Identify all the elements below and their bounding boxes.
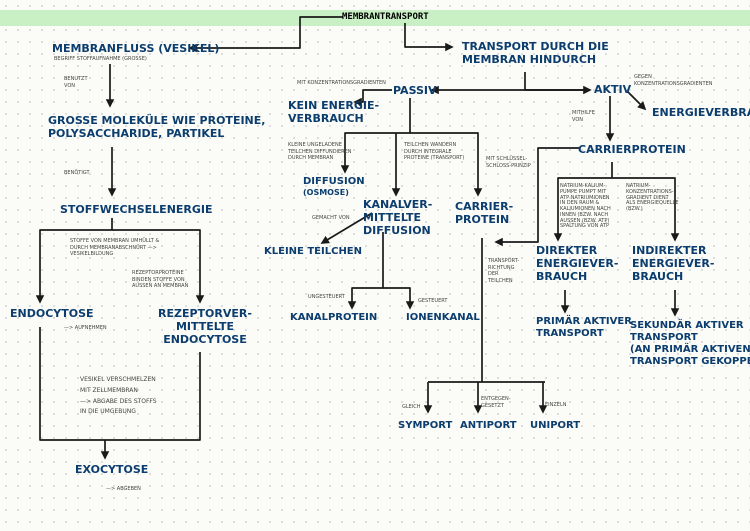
node-uniport: UNIPORT — [530, 420, 581, 431]
node-kanalprotein: KANALPROTEIN — [290, 312, 378, 323]
branch-rezeptor — [112, 229, 205, 304]
note-aufnehmen: —> AUFNEHMEN — [64, 325, 107, 331]
note-benoetigt: BENÖTIGT — [64, 170, 90, 176]
node-stoffwechselenergie: STOFFWECHSELENERGIE — [60, 203, 213, 216]
node-carrierprotein: CARRIERPROTEIN — [578, 143, 686, 156]
node-kleine-teilchen: KLEINE TEILCHEN — [264, 246, 363, 257]
title-highlight — [0, 10, 750, 26]
note-abgeben: —> ABGEBEN — [106, 486, 141, 492]
node-aktiv: AKTIV — [594, 83, 632, 96]
note-gemacht-von: GEMACHT VON — [312, 215, 350, 221]
branch-stoffwechsel — [35, 218, 113, 304]
node-ionenkanal: IONENKANAL — [406, 312, 480, 323]
arrow-title-transport — [404, 23, 454, 52]
branch-passiv — [340, 98, 411, 174]
note-entgegengesetzt: ENTGEGEN-GESETZT — [481, 396, 511, 409]
note-schluessel-schloss: MIT SCHLÜSSEL-SCHLOSS-PRINZIP — [486, 156, 531, 169]
diagram-title: MEMBRANTRANSPORT — [342, 12, 429, 22]
node-diffusion: DIFFUSION(OSMOSE) — [303, 176, 365, 197]
node-carrier-protein: CARRIER-PROTEIN — [455, 200, 514, 227]
node-passiv: PASSIV — [393, 84, 437, 97]
branch-carrierprotein — [553, 162, 613, 242]
node-grosse-molekuele: GROßE MOLEKÜLE WIE PROTEINE,POLYSACCHARI… — [48, 114, 266, 141]
arrow-title-membranfluss — [188, 16, 343, 53]
node-membranfluss: MEMBRANFLUSS (VESIKEL) — [52, 42, 220, 55]
note-ungesteuert: UNGESTEUERT — [308, 294, 345, 300]
note-einzeln: EINZELN — [545, 402, 567, 408]
note-stoffe-von-membran: STOFFE VON MEMBRAN UMHÜLLT &DURCH MEMBRA… — [70, 238, 160, 257]
note-mit-konz: MIT KONZENTRATIONSGRADIENTEN — [297, 80, 386, 86]
note-membranfluss-sub: BEGRIFF STOFFAUFNAHME (GROSSE) — [54, 56, 147, 62]
branch-kanal-proteine — [347, 232, 384, 310]
bracket-to-exocytose — [39, 327, 201, 441]
arrow-aktiv-energie — [627, 91, 647, 111]
node-exocytose: EXOCYTOSE — [75, 463, 149, 476]
node-symport: SYMPORT — [398, 420, 453, 431]
note-gesteuert: GESTEUERT — [418, 298, 448, 304]
branch-passiv-carrier — [410, 132, 483, 197]
arrow-transport-aktiv — [524, 72, 592, 95]
arrow-kanal-kleine — [320, 212, 373, 244]
arrow-carrierprotein-carrier — [494, 147, 580, 247]
note-gleich: GLEICH — [402, 404, 421, 410]
node-antiport: ANTIPORT — [460, 420, 517, 431]
node-endocytose: ENDOCYTOSE — [10, 307, 94, 320]
branch-kanal-ionen — [383, 287, 415, 310]
node-energieverbrauch: ENERGIEVERBRAUCH — [652, 106, 750, 119]
branch-indirekter — [612, 177, 680, 242]
node-kein-energie: KEIN ENERGIE-VERBRAUCH — [288, 99, 380, 126]
arrow-passiv-kein — [353, 89, 392, 107]
